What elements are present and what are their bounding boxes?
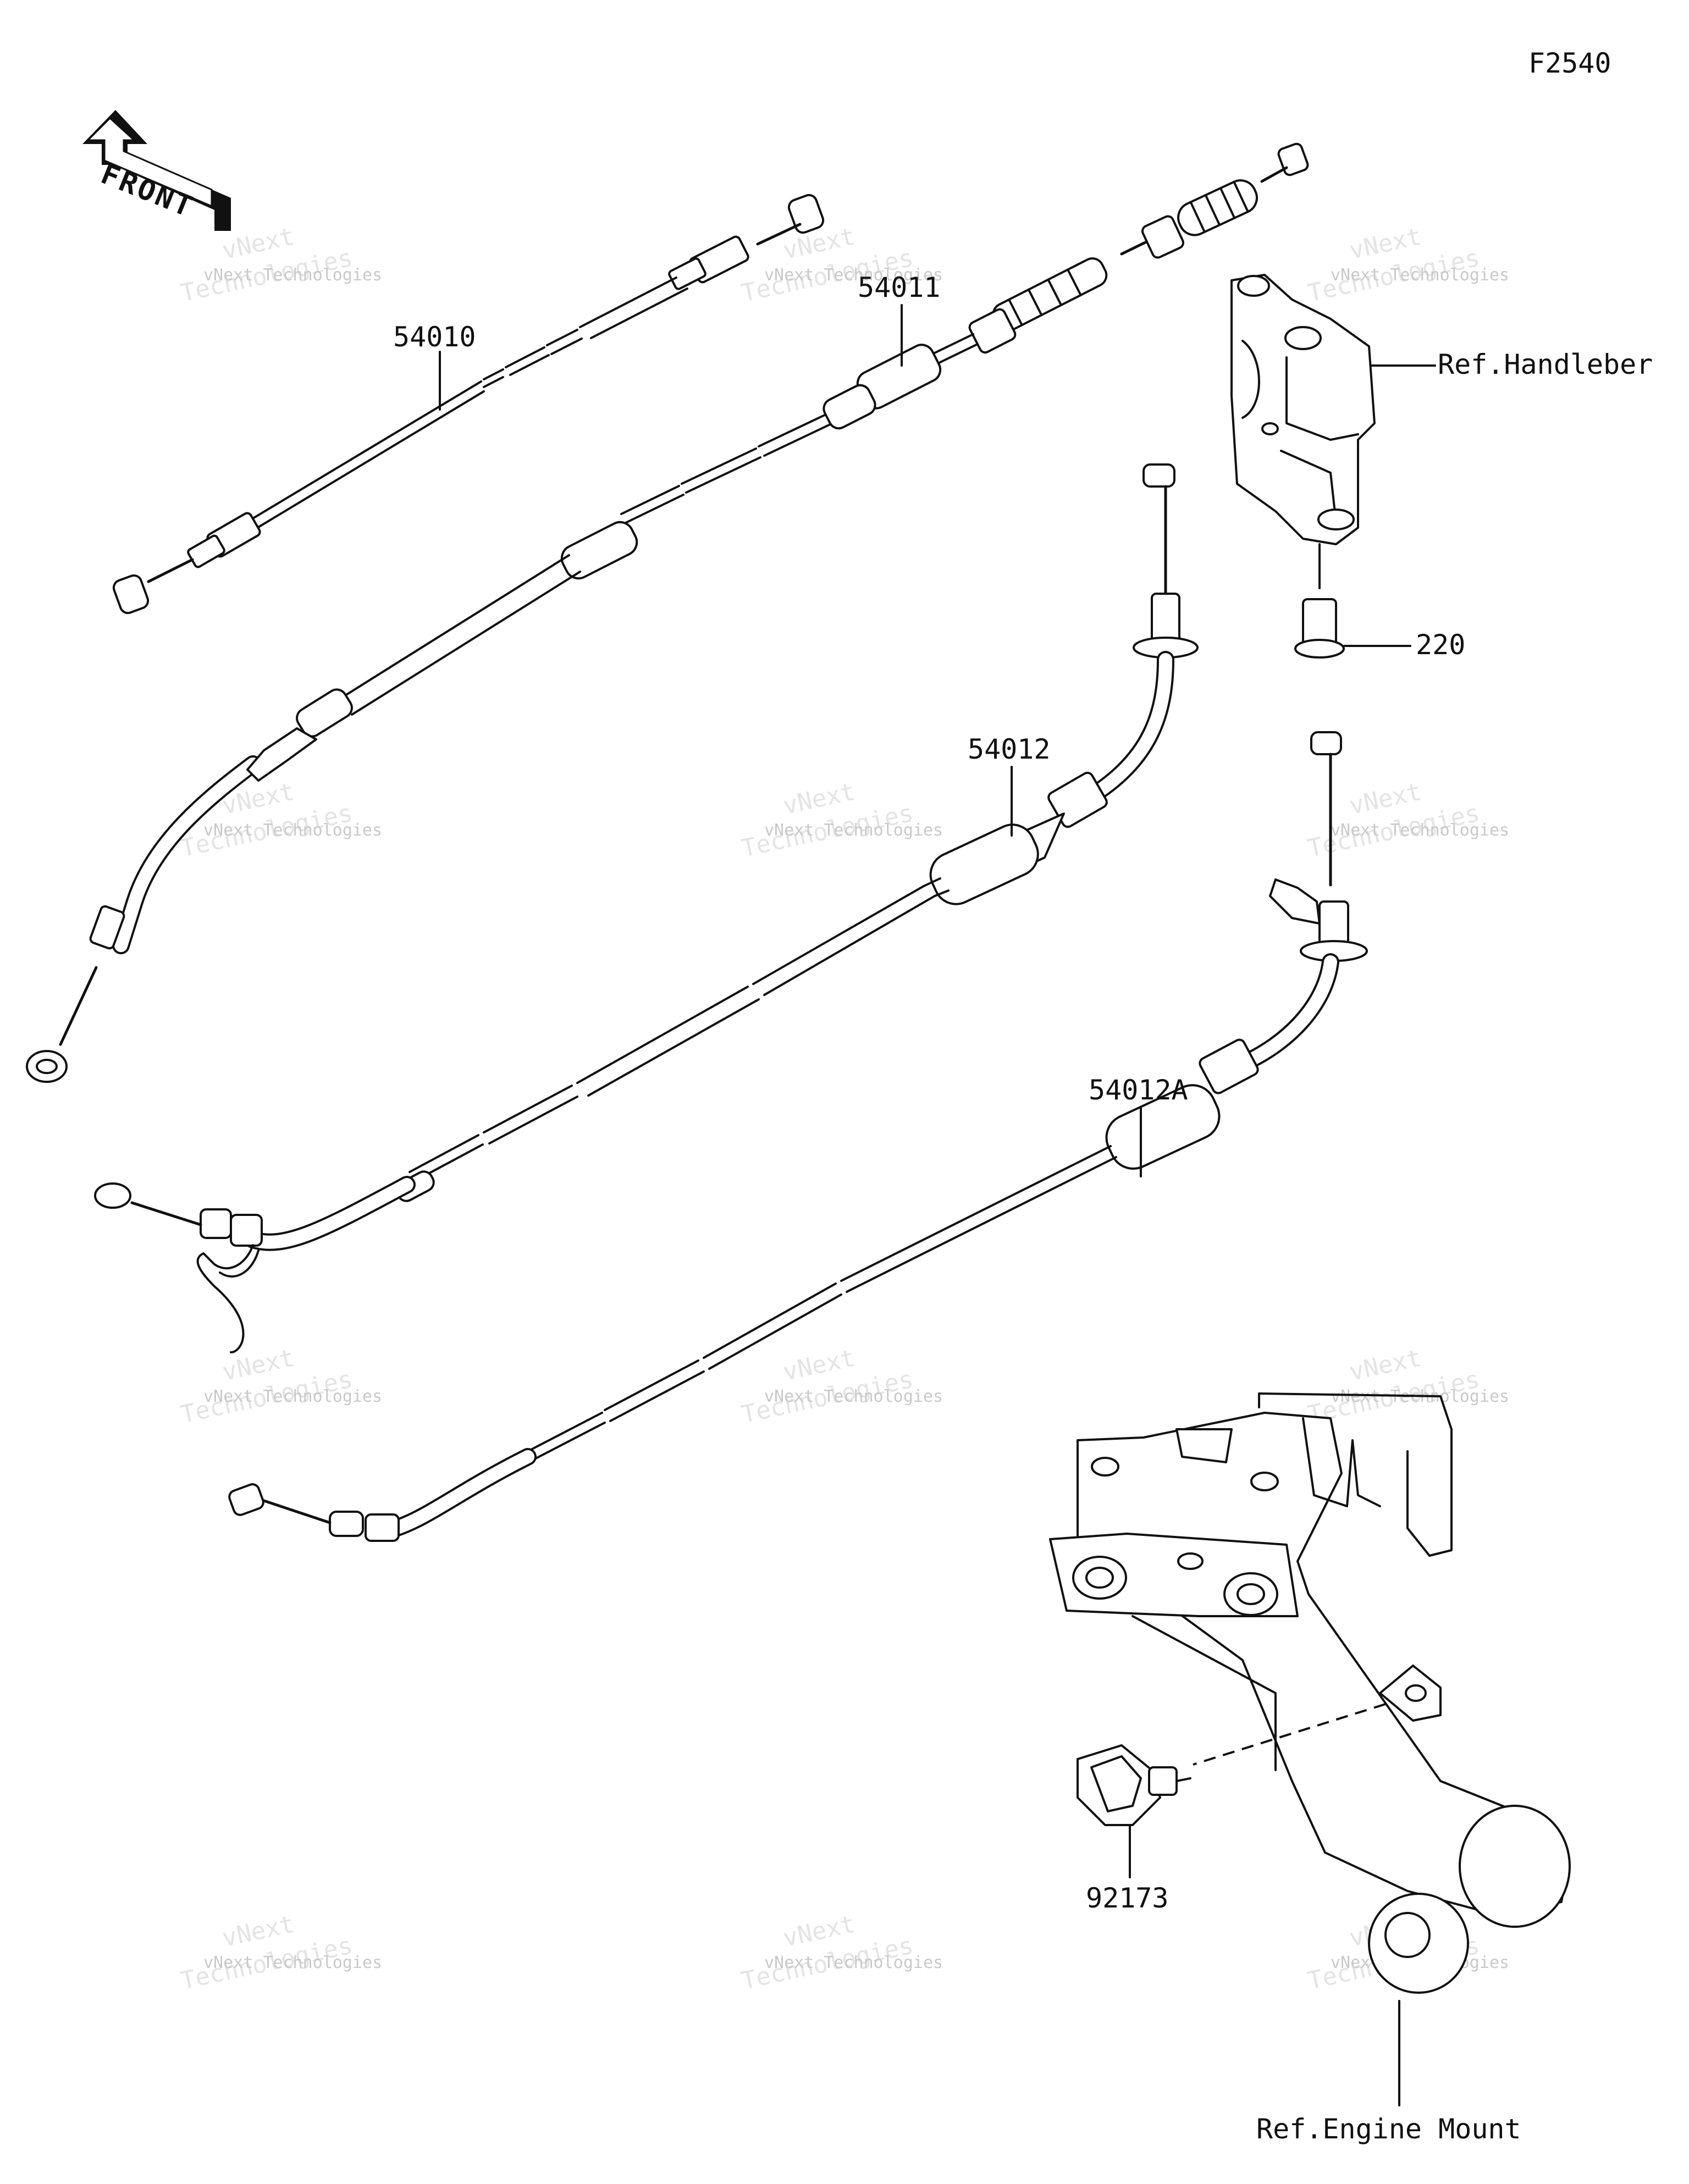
callout-54010: 54010 — [393, 321, 476, 353]
cable-54010 — [112, 193, 825, 615]
watermark-text: vNext Technologies — [764, 1953, 943, 1972]
callout-92173: 92173 — [1086, 1882, 1169, 1914]
callout-54011: 54011 — [858, 272, 941, 303]
watermark-text: vNext Technologies — [764, 821, 943, 840]
callout-54012A: 54012A — [1089, 1074, 1188, 1106]
watermark-text: vNext Technologies — [203, 266, 382, 285]
front-arrow-icon: FRONT — [82, 110, 231, 231]
engine-mount-bracket — [1049, 1392, 1571, 1994]
watermark-text: vNext Technologies — [203, 1387, 382, 1406]
callout-ref-engine-mount: Ref.Engine Mount — [1256, 2113, 1521, 2145]
callout-220: 220 — [1416, 629, 1465, 661]
handlebar-clamp — [1230, 274, 1376, 545]
callout-ref-handlebar: Ref.Handleber — [1438, 349, 1653, 380]
watermark-text: vNext Technologies — [1331, 821, 1509, 840]
watermark-text: vNext Technologies — [203, 1953, 382, 1972]
cable-54012 — [94, 463, 1199, 1353]
figure-code: F2540 — [1528, 47, 1611, 79]
watermark-text: vNext Technologies — [764, 266, 943, 285]
clamp-92173 — [1077, 1744, 1191, 1826]
bolt-220 — [1294, 598, 1345, 659]
cable-54011 — [26, 142, 1309, 1083]
cable-54012A — [228, 731, 1368, 1542]
watermark-text: vNext Technologies — [203, 821, 382, 840]
callout-54012: 54012 — [968, 733, 1051, 765]
watermark-text: vNext Technologies — [1331, 266, 1509, 285]
watermark-text: vNext Technologies — [764, 1387, 943, 1406]
leader-lines — [439, 304, 1142, 1177]
